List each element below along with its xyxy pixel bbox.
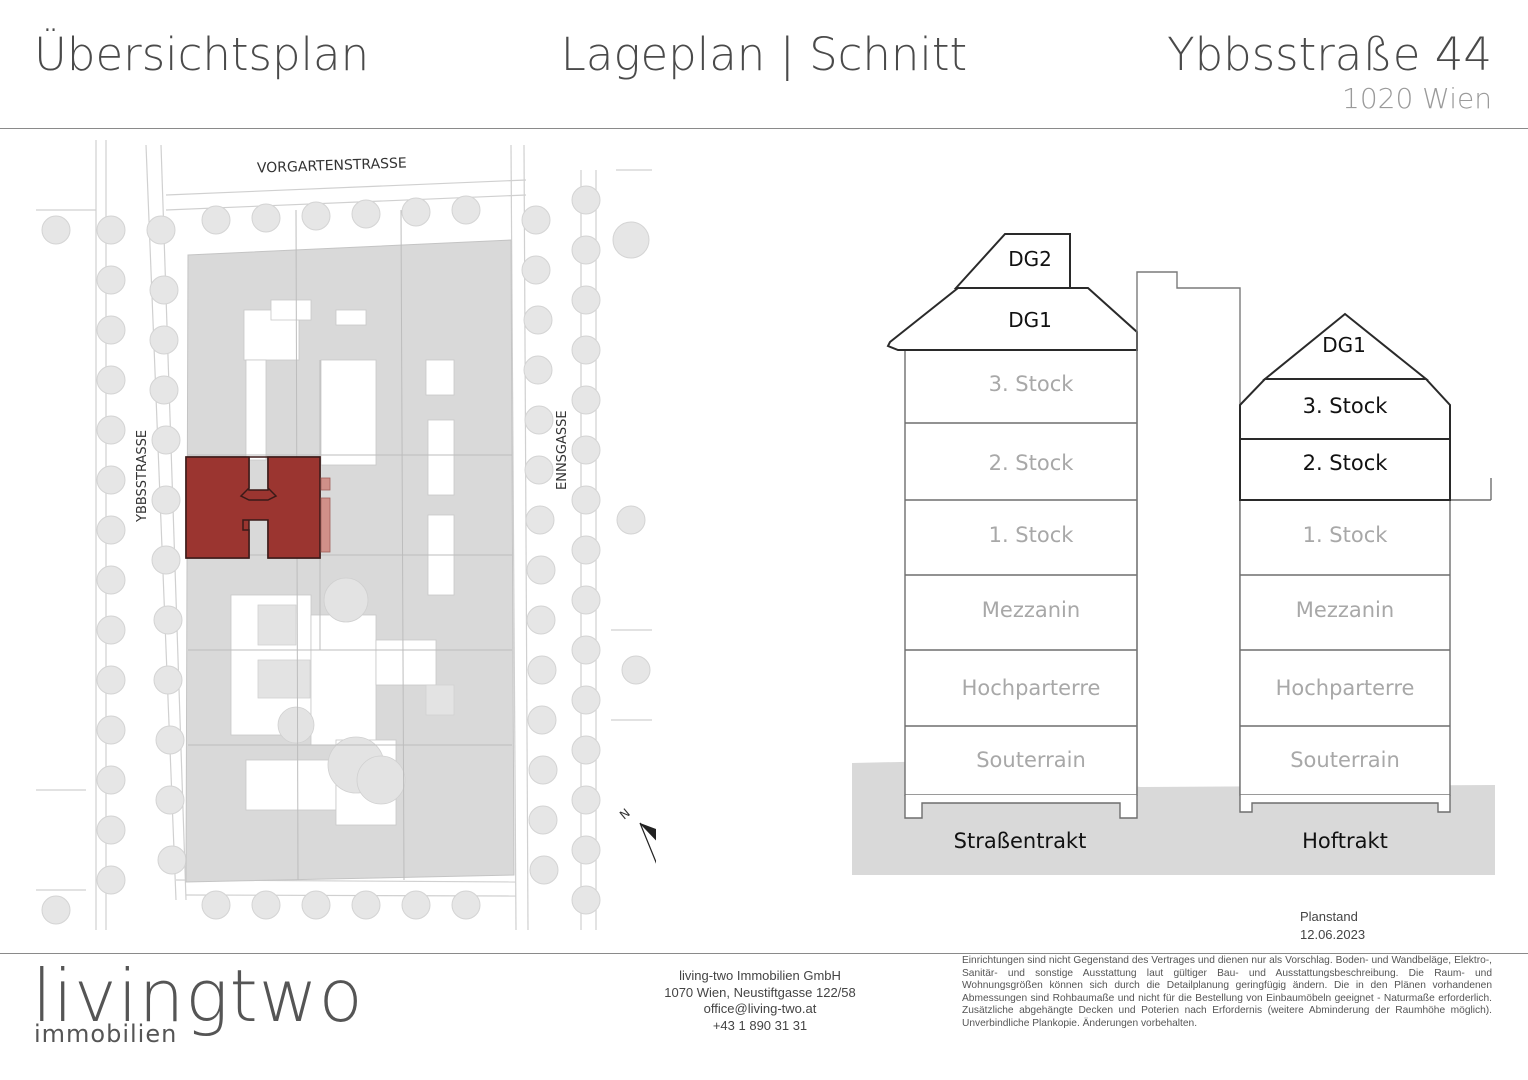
- street-label-ybbsstrasse: YBBSSTRASSE: [135, 430, 150, 523]
- page-title-overview: Übersichtsplan: [34, 28, 370, 81]
- page-title-plan-type: Lageplan | Schnitt: [560, 28, 968, 81]
- floor-label-dg2: DG2: [1008, 247, 1052, 271]
- floor-label-souterrain: Souterrain: [976, 748, 1086, 772]
- logo: livingtwo: [32, 954, 364, 1038]
- planstand-label: Planstand: [1300, 909, 1358, 924]
- wing-label-strassentrakt: Straßentrakt: [954, 829, 1087, 853]
- floor-label-hochparterre: Hochparterre: [962, 676, 1101, 700]
- planstand: Planstand 12.06.2023: [1300, 908, 1400, 944]
- wing-label-hoftrakt: Hoftrakt: [1302, 829, 1388, 853]
- floor-label-3-stock: 3. Stock: [989, 372, 1075, 396]
- company-address: 1070 Wien, Neustiftgasse 122/58: [664, 984, 856, 1000]
- address-title: Ybbsstraße 44: [1167, 28, 1492, 81]
- building-section: DG2 DG1 3. Stock 2. Stock 1. Stock Mezza…: [852, 233, 1495, 875]
- north-arrow-icon: N: [617, 806, 656, 864]
- floor-label-2-stock: 2. Stock: [989, 451, 1075, 475]
- footer-divider: [0, 953, 1528, 954]
- planstand-date: 12.06.2023: [1300, 927, 1366, 942]
- hof-floor-label-3-stock: 3. Stock: [1303, 394, 1389, 418]
- hof-floor-label-dg1: DG1: [1322, 333, 1366, 357]
- hof-floor-label-souterrain: Souterrain: [1290, 748, 1400, 772]
- hof-floor-label-1-stock: 1. Stock: [1303, 523, 1389, 547]
- north-label: N: [617, 806, 633, 822]
- company-name: living-two Immobilien GmbH: [679, 968, 841, 983]
- company-phone[interactable]: +43 1 890 31 31: [712, 1017, 808, 1033]
- floor-label-1-stock: 1. Stock: [989, 523, 1075, 547]
- disclaimer: Einrichtungen sind nicht Gegenstand des …: [962, 955, 1492, 1029]
- floor-label-dg1: DG1: [1008, 308, 1052, 332]
- hof-floor-label-2-stock: 2. Stock: [1303, 451, 1389, 475]
- site-plan: VORGARTENSTRASSE YBBSSTRASSE ENNSGASSE N: [36, 140, 656, 931]
- street-label-vorgartenstrasse: VORGARTENSTRASSE: [257, 155, 407, 176]
- address-city: 1020 Wien: [1342, 82, 1492, 115]
- floor-label-mezzanin: Mezzanin: [982, 598, 1080, 622]
- hof-floor-label-mezzanin: Mezzanin: [1296, 598, 1394, 622]
- company-email[interactable]: office@living-two.at: [703, 1001, 817, 1016]
- hof-floor-label-hochparterre: Hochparterre: [1276, 676, 1415, 700]
- header-divider: [0, 128, 1528, 129]
- street-label-ennsgasse: ENNSGASSE: [555, 410, 570, 490]
- logo-subtitle: immobilien: [34, 1020, 178, 1048]
- company-contact: living-two Immobilien GmbH 1070 Wien, Ne…: [560, 968, 960, 1034]
